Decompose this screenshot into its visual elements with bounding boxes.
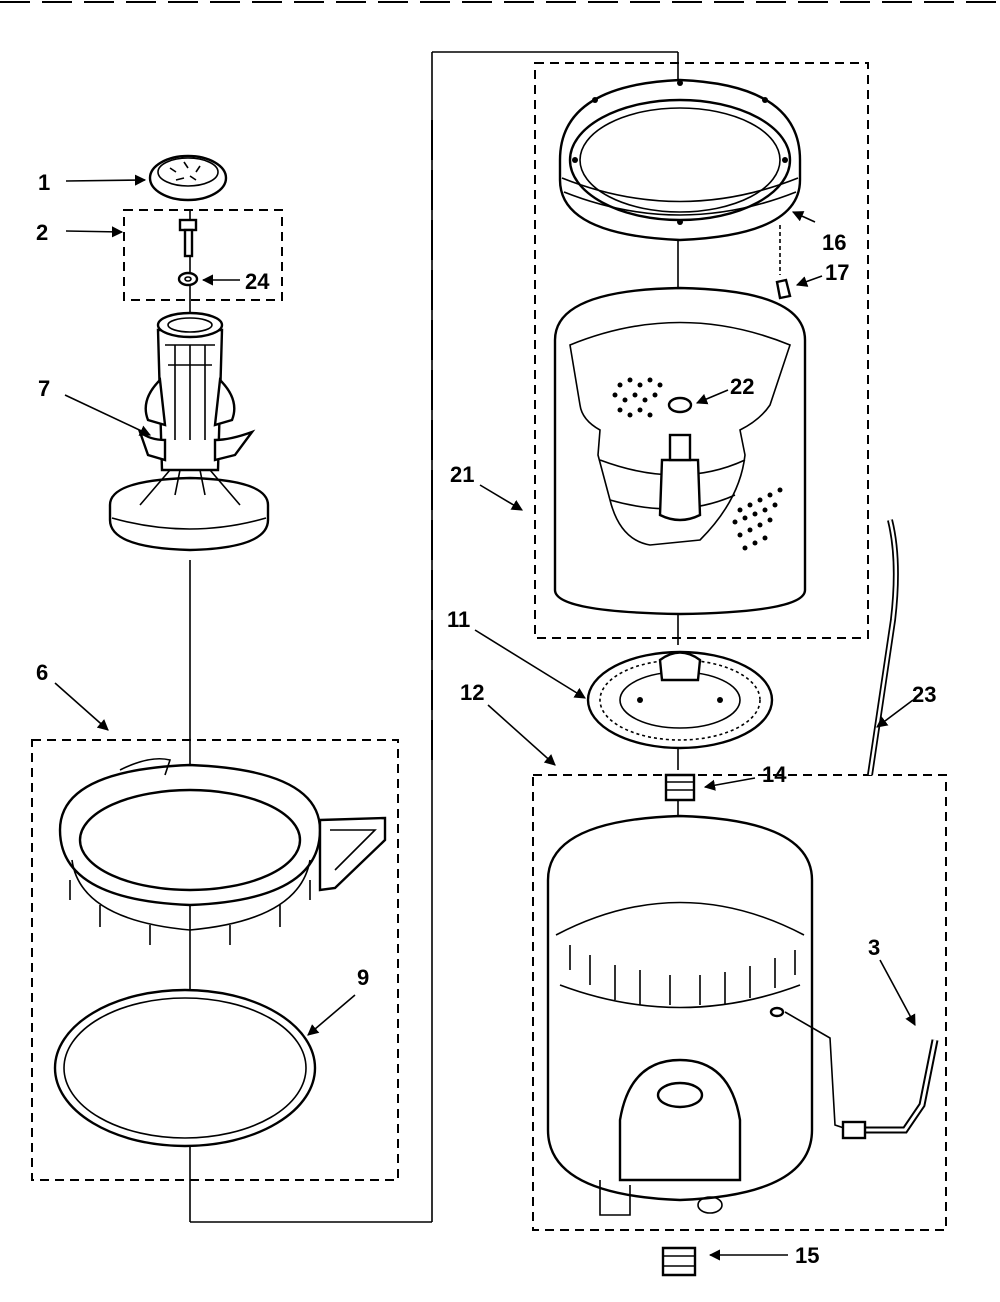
- part-23-hose: [867, 519, 899, 776]
- group-box-2: [123, 209, 283, 301]
- callout-1: 1: [38, 170, 50, 195]
- callout-7: 7: [38, 376, 50, 401]
- callout-24: 24: [245, 269, 270, 294]
- part-11-drive-hub: [586, 650, 774, 750]
- part-24-washer: [177, 271, 199, 287]
- callout-3: 3: [868, 935, 880, 960]
- callout-15: 15: [795, 1243, 819, 1268]
- part-1-agitator-cap: [148, 154, 228, 202]
- part-9-seal-ring: [53, 988, 317, 1148]
- callout-9: 9: [357, 965, 369, 990]
- part-14-nut: [664, 773, 696, 802]
- part-16-balance-ring: [558, 78, 802, 242]
- part-12-outer-tub: [546, 814, 814, 1216]
- callout-22: 22: [730, 374, 754, 399]
- callout-11: 11: [447, 607, 470, 632]
- part-7-agitator: [108, 311, 270, 552]
- callout-14: 14: [762, 762, 787, 787]
- part-3-pressure-hose: [784, 1011, 939, 1140]
- callout-23: 23: [912, 682, 936, 707]
- callout-21: 21: [450, 462, 474, 487]
- group-box-6: [31, 739, 399, 1181]
- part-21-basket: [553, 286, 807, 616]
- part-17-clip: [775, 225, 792, 300]
- callout-16: 16: [822, 230, 846, 255]
- part-15-nut: [661, 1246, 697, 1277]
- callout-2: 2: [36, 220, 48, 245]
- callout-labels: 1 2 24 7 6 9 16 17 22 21 11 23 12 14 3 1…: [36, 170, 936, 1268]
- callout-6: 6: [36, 660, 48, 685]
- part-2-bolt: [178, 218, 198, 258]
- leader-arrows: [54, 174, 916, 1261]
- group-box-12: [532, 774, 947, 1231]
- group-box-21: [534, 62, 869, 639]
- callout-12: 12: [460, 680, 484, 705]
- callout-17: 17: [825, 260, 849, 285]
- part-6-tub-ring: [58, 757, 387, 945]
